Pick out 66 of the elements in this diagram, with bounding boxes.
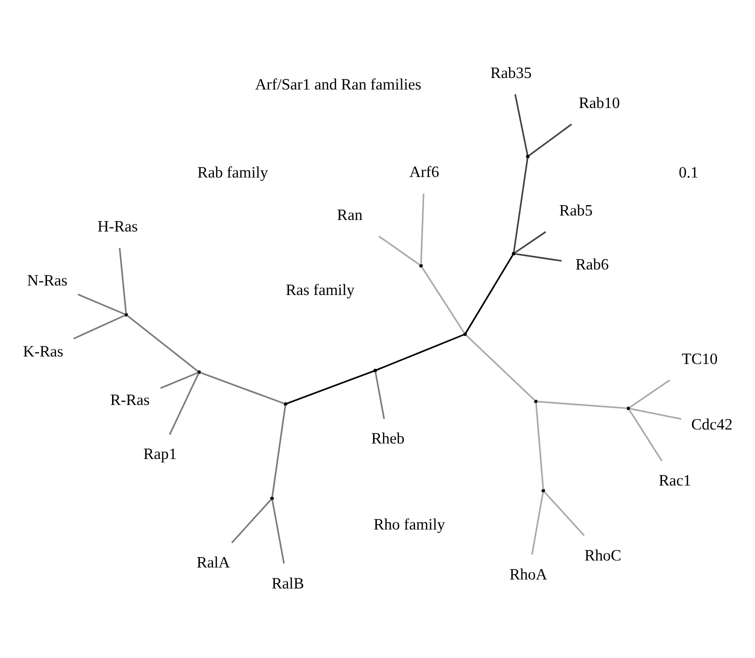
node-text: RhoC: [584, 547, 622, 564]
connector: [231, 499, 272, 544]
node-point: [463, 332, 467, 336]
connector: [271, 405, 286, 498]
connector: [73, 314, 126, 340]
node-text: Rab10: [578, 94, 620, 112]
node-text: K-Ras: [22, 344, 64, 361]
connector: [126, 315, 198, 372]
node-text: Arf6: [409, 164, 440, 182]
connector: [514, 231, 546, 254]
connector: [420, 194, 424, 264]
node-point: [534, 400, 538, 404]
node-point: [542, 488, 546, 492]
connector: [160, 372, 198, 389]
connector: [535, 402, 544, 490]
node-point: [197, 370, 201, 374]
node-text: R-Ras: [110, 392, 150, 410]
label: 0.1: [678, 164, 698, 182]
connector: [514, 94, 528, 156]
label: Ras family: [286, 282, 355, 299]
node-point: [284, 402, 288, 406]
connector: [168, 373, 200, 435]
connector: [466, 334, 536, 402]
node-text: Rab35: [490, 65, 532, 82]
connector: [531, 492, 544, 555]
connector: [465, 254, 514, 334]
connector: [513, 158, 528, 252]
connector: [376, 334, 464, 371]
label: Rab family: [197, 164, 268, 182]
connector: [286, 370, 374, 404]
node-text: RhoA: [509, 566, 548, 584]
node-text: RalB: [272, 575, 304, 592]
node-point: [373, 368, 377, 372]
node-text: RalA: [196, 554, 230, 572]
node-point: [526, 154, 530, 158]
node-point: [419, 264, 423, 268]
label: Rho family: [374, 516, 446, 534]
node-text: Cdc42: [691, 416, 732, 434]
node-text: Rac1: [658, 472, 692, 490]
node-point: [270, 496, 274, 500]
node-text: Rab5: [559, 202, 593, 220]
connector: [537, 400, 628, 410]
connector: [544, 491, 585, 536]
connector: [628, 409, 663, 462]
connector: [630, 408, 682, 420]
node-text: Rap1: [143, 446, 177, 464]
node-text: Rab6: [575, 256, 609, 274]
connector: [528, 124, 572, 156]
connector: [200, 372, 285, 404]
node-text: N-Ras: [27, 272, 68, 290]
connector: [629, 379, 670, 408]
connector: [118, 248, 127, 314]
connector: [378, 236, 420, 266]
node-text: TC10: [682, 350, 718, 368]
node-point: [626, 406, 630, 410]
node-text: H-Ras: [97, 218, 138, 236]
label: Arf/Sar1 and Ran families: [255, 76, 422, 94]
connector: [78, 294, 126, 315]
connector: [271, 500, 285, 564]
node-point: [512, 252, 516, 256]
connector: [374, 372, 385, 420]
node-text: Rheb: [371, 430, 405, 448]
node-text: Ran: [337, 207, 362, 224]
connector: [421, 266, 465, 334]
node-point: [124, 313, 128, 317]
connector: [514, 253, 562, 262]
